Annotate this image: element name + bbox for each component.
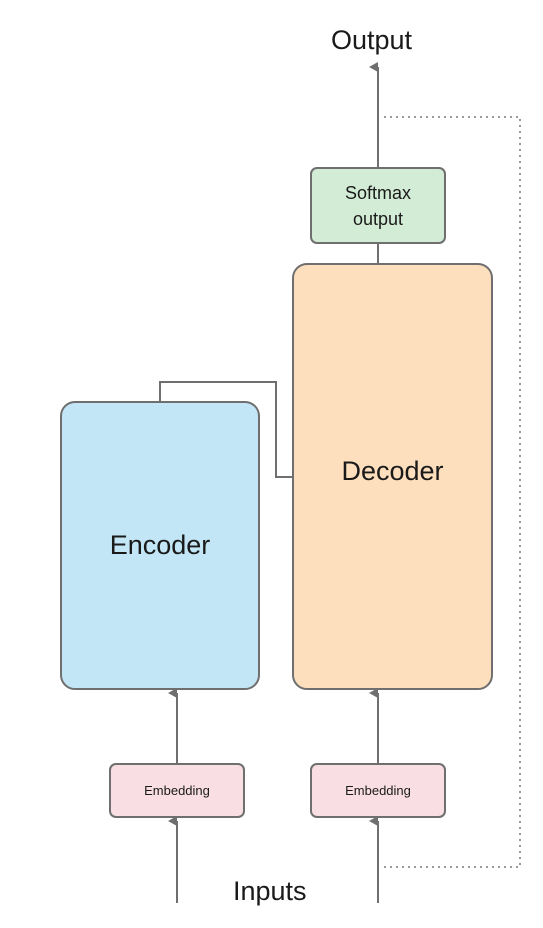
output-feedback-dotted-loop: [384, 116, 521, 868]
encoder-embedding-box: Embedding: [109, 763, 245, 818]
softmax-label-line1: Softmax: [344, 182, 412, 203]
inputs-label: Inputs: [233, 876, 307, 906]
decoder-box: Decoder: [292, 263, 493, 690]
softmax-label-line2: output: [352, 208, 404, 229]
encoder-to-decoder-connector: [159, 381, 292, 478]
encoder-label: Encoder: [109, 530, 211, 560]
decoder-embedding-label: Embedding: [345, 783, 411, 798]
decoder-embedding-box: Embedding: [310, 763, 446, 818]
softmax-output-box: Softmax output: [310, 167, 446, 244]
output-label: Output: [331, 25, 413, 55]
encoder-embedding-label: Embedding: [144, 783, 210, 798]
encoder-box: Encoder: [60, 401, 260, 690]
decoder-label: Decoder: [341, 456, 444, 486]
